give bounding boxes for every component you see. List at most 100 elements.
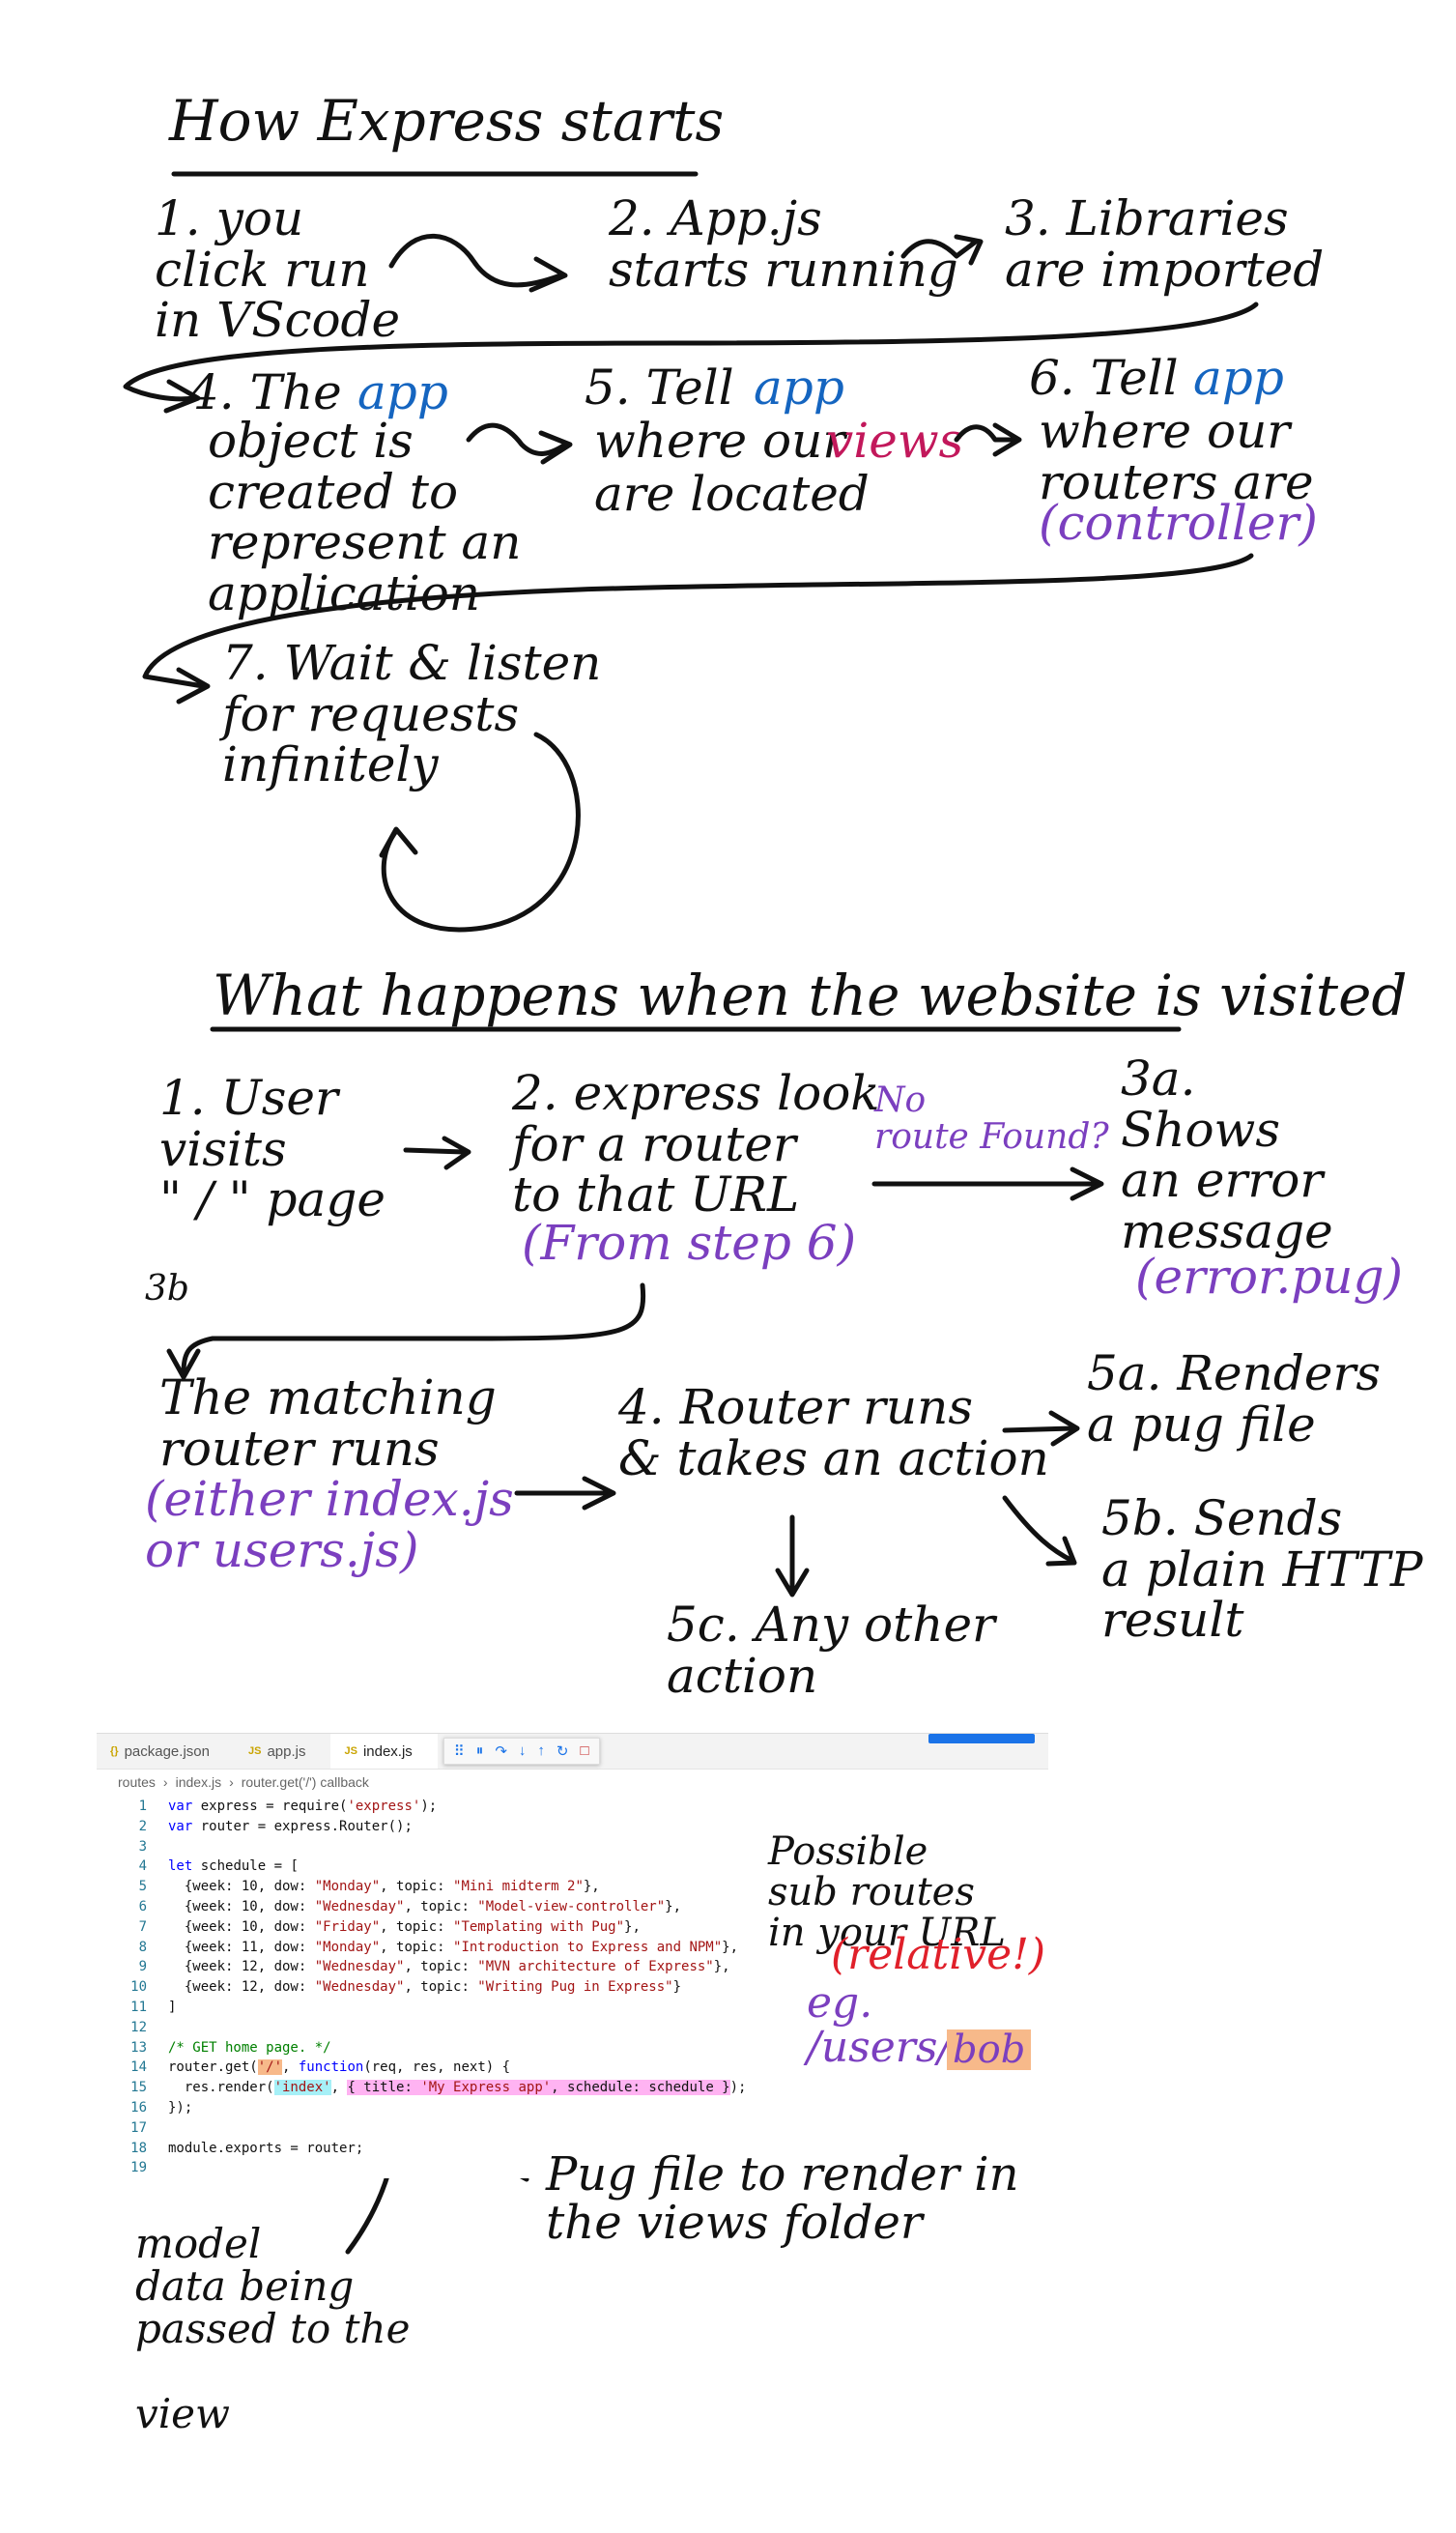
tab-label: package.json [124, 1742, 210, 1760]
step-4-label: 4. The [188, 364, 342, 420]
label-3b: 3b [145, 1269, 189, 1309]
visit-step-3a: 3a. Shows an error message [1121, 1051, 1333, 1259]
visit-step-1: 1. User visits " / " page [159, 1070, 385, 1227]
breadcrumb-symbol[interactable]: router.get('/') callback [241, 1774, 369, 1790]
step-over-icon[interactable]: ↷ [495, 1743, 507, 1760]
arrow-1-to-2-head [528, 256, 568, 293]
editor-tabs: {} package.json JS app.js JS index.js ⠿ … [97, 1734, 1048, 1770]
arrow-row2-to-row3 [142, 553, 1254, 689]
matching-router-note: (either index.js or users.js) [145, 1471, 514, 1578]
drag-handle-icon[interactable]: ⠿ [453, 1743, 465, 1760]
arrow-row1-to-row2 [123, 302, 1259, 402]
no-route-label: No route Found? [874, 1080, 1109, 1157]
visit-step-5b: 5b. Sends a plain HTTP result [1101, 1490, 1423, 1648]
code-line: 9 {week: 12, dow: "Wednesday", topic: "M… [138, 1959, 730, 1975]
step-2: 2. App.js starts running [609, 190, 958, 298]
example-url-highlight: bob [947, 2029, 1032, 2070]
loop-arrow-head [379, 826, 418, 858]
arrow-visit-1-to-2 [403, 1147, 467, 1155]
arrow-4-to-5a [1002, 1425, 1075, 1433]
section1-title: How Express starts [169, 88, 725, 154]
pug-file-note: Pug file to render in the views folder [546, 2147, 1019, 2251]
code-line: 13/* GET home page. */ [130, 2039, 331, 2056]
breadcrumb-folder[interactable]: routes [118, 1774, 156, 1790]
arrow-4-to-5b-head [1045, 1536, 1077, 1567]
step-5-app-word: app [754, 360, 844, 416]
code-editor: {} package.json JS app.js JS index.js ⠿ … [97, 1733, 1048, 2178]
arrow-4-to-5a-head [1048, 1410, 1080, 1447]
visit-step-5c: 5c. Any other action [667, 1597, 995, 1704]
arrow-4-to-5c-head [775, 1568, 810, 1598]
arrow-visit-1-to-2-head [442, 1136, 471, 1170]
tab-package-json[interactable]: {} package.json [97, 1734, 235, 1769]
step-into-icon[interactable]: ↓ [518, 1742, 527, 1759]
code-line: 11] [130, 1999, 177, 2015]
step-6-app-word: app [1193, 350, 1284, 406]
code-line: 10 {week: 12, dow: "Wednesday", topic: "… [130, 1979, 682, 1996]
code-line: 12 [130, 2019, 147, 2035]
pause-icon[interactable]: ⏸ [475, 1742, 484, 1759]
visit-step-5a: 5a. Renders a pug file [1087, 1345, 1382, 1453]
breadcrumb-file[interactable]: index.js [175, 1774, 222, 1790]
step-1: 1. you click run in VScode [155, 190, 401, 348]
code-line: 16}); [130, 2099, 193, 2116]
arrow-4-to-5 [466, 422, 568, 456]
code-line: 17 [130, 2119, 147, 2136]
matching-router: The matching router runs [159, 1369, 497, 1477]
chevron-right-icon: › [162, 1774, 168, 1790]
tab-index-js[interactable]: JS index.js [330, 1734, 438, 1769]
arrow-row2-to-row3-head [176, 667, 211, 705]
visit-step-4: 4. Router runs & takes an action [618, 1379, 1049, 1486]
stop-icon[interactable]: □ [580, 1742, 589, 1759]
tab-label: index.js [362, 1742, 413, 1760]
step-out-icon[interactable]: ↑ [537, 1742, 545, 1759]
debug-toolbar: ⠿ ⏸ ↷ ↓ ↑ ↻ □ [443, 1738, 600, 1765]
toolbar-accent [928, 1734, 1035, 1743]
section2-title: What happens when the website is visited [213, 963, 1408, 1028]
tab-app-js[interactable]: JS app.js [235, 1734, 331, 1769]
example-url: eg. /users/ [807, 1978, 953, 2073]
arrow-2-to-3 [900, 239, 979, 259]
arrow-1-to-2 [388, 233, 563, 288]
visit-step-2: 2. express look for a router to that URL [512, 1065, 880, 1223]
loop-arrow [381, 732, 581, 933]
step-5-located: are located [594, 466, 870, 522]
js-file-icon: JS [247, 1745, 262, 1757]
tab-label: app.js [267, 1742, 306, 1760]
code-line: 7 {week: 10, dow: "Friday", topic: "Temp… [138, 1918, 641, 1935]
restart-icon[interactable]: ↻ [556, 1743, 569, 1760]
step-6-controller: (controller) [1039, 495, 1318, 551]
step-5-where: where our [594, 413, 846, 469]
code-line: 3 [138, 1838, 147, 1855]
json-icon: {} [110, 1745, 119, 1757]
chevron-right-icon: › [229, 1774, 234, 1790]
relative-note: (relative!) [831, 1930, 1046, 1979]
step-4-app-word: app [357, 364, 448, 420]
step-6-label: 6. Tell [1029, 350, 1179, 406]
step-3: 3. Libraries are imported [1005, 190, 1325, 298]
subroutes-note: Possible sub routes in your URL [768, 1829, 1006, 1955]
step-7: 7. Wait & listen for requests infinitely [222, 635, 602, 792]
visit-step-3a-note: (error.pug) [1135, 1249, 1404, 1305]
step-5-views-word: views [826, 413, 964, 469]
breadcrumb: routes › index.js › router.get('/') call… [97, 1770, 1048, 1795]
step-4-text: object is created to represent an applic… [208, 413, 522, 621]
step-6-text: where our routers are [1039, 403, 1314, 510]
code-line: 5 {week: 10, dow: "Monday", topic: "Mini… [138, 1879, 600, 1895]
arrow-row1-to-row2-head [163, 379, 201, 414]
arrow-5-to-6-head [992, 422, 1022, 457]
code-line: 8 {week: 11, dow: "Monday", topic: "Intr… [138, 1939, 739, 1955]
arrow-to-3b [181, 1282, 646, 1375]
step-5-label: 5. Tell [585, 360, 734, 416]
arrow-4-to-5-head [538, 430, 573, 465]
code-line: 19 [130, 2160, 147, 2176]
code-line: 15 res.render('index', { title: 'My Expr… [130, 2080, 747, 2096]
arrow-2-to-3-head [954, 234, 984, 266]
